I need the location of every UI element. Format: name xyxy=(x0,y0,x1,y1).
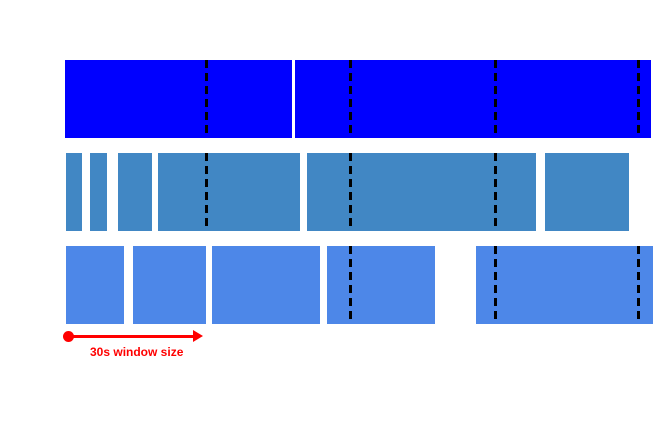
row-middle-speech-segments xyxy=(0,153,666,231)
row-top-audio-windows xyxy=(0,60,666,138)
segment-bar xyxy=(545,153,629,231)
window-boundary-dash xyxy=(494,246,497,324)
window-boundary-dash xyxy=(637,246,640,324)
arrow-end-head-icon xyxy=(193,330,203,342)
window-boundary-dash xyxy=(205,153,208,231)
window-boundary-dash xyxy=(494,60,497,138)
segment-bar xyxy=(476,246,653,324)
segment-bar xyxy=(65,60,292,138)
window-boundary-dash xyxy=(494,153,497,231)
window-boundary-dash xyxy=(349,60,352,138)
segment-bar xyxy=(212,246,320,324)
window-boundary-dash xyxy=(349,246,352,324)
segment-bar xyxy=(327,246,435,324)
arrow-start-dot-icon xyxy=(63,331,74,342)
window-boundary-dash xyxy=(205,60,208,138)
row-bottom-merged-segments xyxy=(0,246,666,324)
segment-bar xyxy=(158,153,300,231)
window-boundary-dash xyxy=(349,153,352,231)
segment-bar xyxy=(307,153,536,231)
window-size-label: 30s window size xyxy=(90,345,184,359)
window-boundary-dash xyxy=(637,60,640,138)
segment-bar xyxy=(66,153,82,231)
segment-bar xyxy=(295,60,651,138)
segment-bar xyxy=(133,246,206,324)
segment-bar xyxy=(66,246,124,324)
segment-bar xyxy=(90,153,107,231)
window-size-arrow-line xyxy=(68,335,195,338)
segment-bar xyxy=(118,153,152,231)
